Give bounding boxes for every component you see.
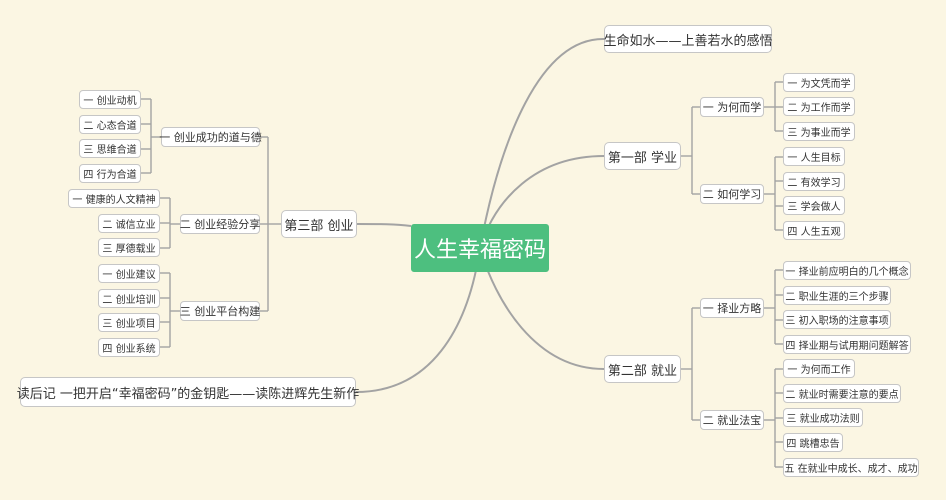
topic-afterword[interactable]: 读后记 一把开启“幸福密码”的金钥匙——读陈进辉先生新作 bbox=[17, 377, 359, 407]
topic-career-secrets[interactable]: 二 就业法宝 bbox=[700, 410, 764, 430]
root-topic[interactable]: 人生幸福密码 bbox=[411, 224, 549, 272]
topic-career-strategy[interactable]: 一 择业方略 bbox=[700, 298, 764, 318]
topic-learn-to-behave[interactable]: 三 学会做人 bbox=[783, 196, 845, 215]
topic-venture-advice[interactable]: 一 创业建议 bbox=[98, 264, 160, 283]
topic-virtue[interactable]: 三 厚德载业 bbox=[98, 238, 160, 257]
topic-venture-dao[interactable]: 一 创业成功的道与德 bbox=[159, 127, 262, 147]
topic-workplace-notes[interactable]: 三 初入职场的注意事项 bbox=[783, 310, 891, 329]
topic-three-career-steps[interactable]: 二 职业生涯的三个步骤 bbox=[783, 286, 891, 305]
topic-venture-projects[interactable]: 三 创业项目 bbox=[98, 313, 160, 332]
link-root-afterword bbox=[355, 247, 481, 393]
topic-venture-training[interactable]: 二 创业培训 bbox=[98, 289, 160, 308]
topic-part3-venture[interactable]: 第三部 创业 bbox=[281, 210, 357, 238]
topic-humanistic-spirit[interactable]: 一 健康的人文精神 bbox=[68, 189, 160, 208]
link-root-venture bbox=[356, 223, 412, 227]
topic-integrity[interactable]: 二 诚信立业 bbox=[98, 214, 160, 233]
topic-concepts-before-choosing[interactable]: 一 择业前应明白的几个概念 bbox=[783, 261, 911, 280]
topic-success-rules[interactable]: 三 就业成功法则 bbox=[783, 408, 863, 427]
topic-grow-in-career[interactable]: 五 在就业中成长、成才、成功 bbox=[783, 458, 919, 477]
topic-job-key-points[interactable]: 二 就业时需要注意的要点 bbox=[783, 384, 901, 403]
topic-mindset-dao[interactable]: 二 心态合道 bbox=[79, 115, 141, 134]
topic-effective-learning[interactable]: 二 有效学习 bbox=[783, 172, 845, 191]
topic-probation-qa[interactable]: 四 择业期与试用期问题解答 bbox=[783, 335, 911, 354]
topic-behavior-dao[interactable]: 四 行为合道 bbox=[79, 164, 141, 183]
topic-study-for-work[interactable]: 二 为工作而学 bbox=[783, 97, 855, 116]
topic-life-like-water[interactable]: 生命如水——上善若水的感悟 bbox=[604, 25, 773, 53]
topic-venture-motive[interactable]: 一 创业动机 bbox=[79, 90, 141, 109]
topic-life-goal[interactable]: 一 人生目标 bbox=[783, 147, 845, 166]
topic-venture-system[interactable]: 四 创业系统 bbox=[98, 338, 160, 357]
topic-five-views[interactable]: 四 人生五观 bbox=[783, 221, 845, 240]
topic-why-work[interactable]: 一 为何而工作 bbox=[783, 359, 855, 378]
topic-thinking-dao[interactable]: 三 思维合道 bbox=[79, 139, 141, 158]
topic-study-for-diploma[interactable]: 一 为文凭而学 bbox=[783, 73, 855, 92]
topic-why-study[interactable]: 一 为何而学 bbox=[700, 97, 764, 117]
topic-venture-experience[interactable]: 二 创业经验分享 bbox=[180, 214, 260, 234]
topic-study-for-career[interactable]: 三 为事业而学 bbox=[783, 122, 855, 141]
topic-part2-career[interactable]: 第二部 就业 bbox=[604, 355, 681, 383]
topic-how-to-study[interactable]: 二 如何学习 bbox=[700, 184, 764, 204]
link-root-life bbox=[479, 37, 605, 249]
topic-part1-study[interactable]: 第一部 学业 bbox=[604, 142, 681, 170]
topic-venture-platform[interactable]: 三 创业平台构建 bbox=[180, 301, 260, 321]
topic-job-hopping-advice[interactable]: 四 跳槽忠告 bbox=[783, 433, 843, 452]
